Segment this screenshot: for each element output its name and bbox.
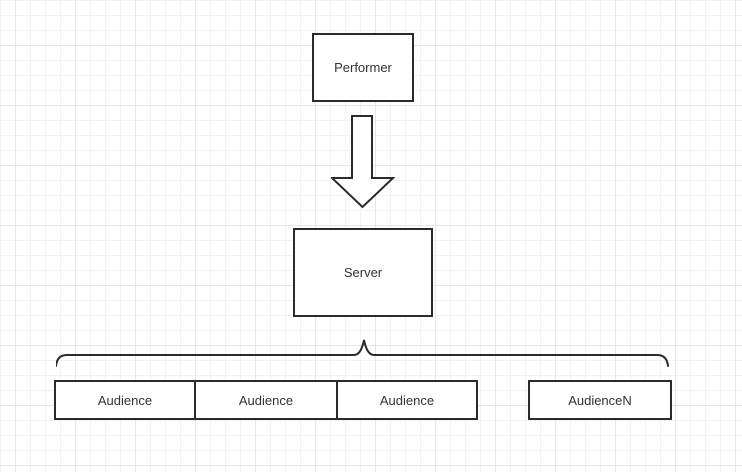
node-audience-2[interactable]: Audience	[194, 380, 338, 420]
block-arrow-down-outline	[331, 115, 395, 209]
node-audience-1-label: Audience	[97, 392, 153, 408]
node-audience-3[interactable]: Audience	[336, 380, 478, 420]
node-server-label: Server	[343, 265, 383, 280]
curly-brace-path	[56, 339, 669, 367]
block-arrow-down-icon[interactable]	[331, 115, 395, 209]
node-audience-n[interactable]: AudienceN	[528, 380, 672, 420]
node-audience-n-label: AudienceN	[568, 392, 632, 408]
node-performer[interactable]: Performer	[312, 33, 414, 102]
node-performer-label: Performer	[334, 60, 392, 75]
node-server[interactable]: Server	[293, 228, 433, 317]
curly-brace-icon[interactable]	[56, 339, 670, 369]
node-audience-2-label: Audience	[238, 392, 294, 408]
node-audience-1[interactable]: Audience	[54, 380, 196, 420]
node-audience-3-label: Audience	[379, 392, 435, 408]
